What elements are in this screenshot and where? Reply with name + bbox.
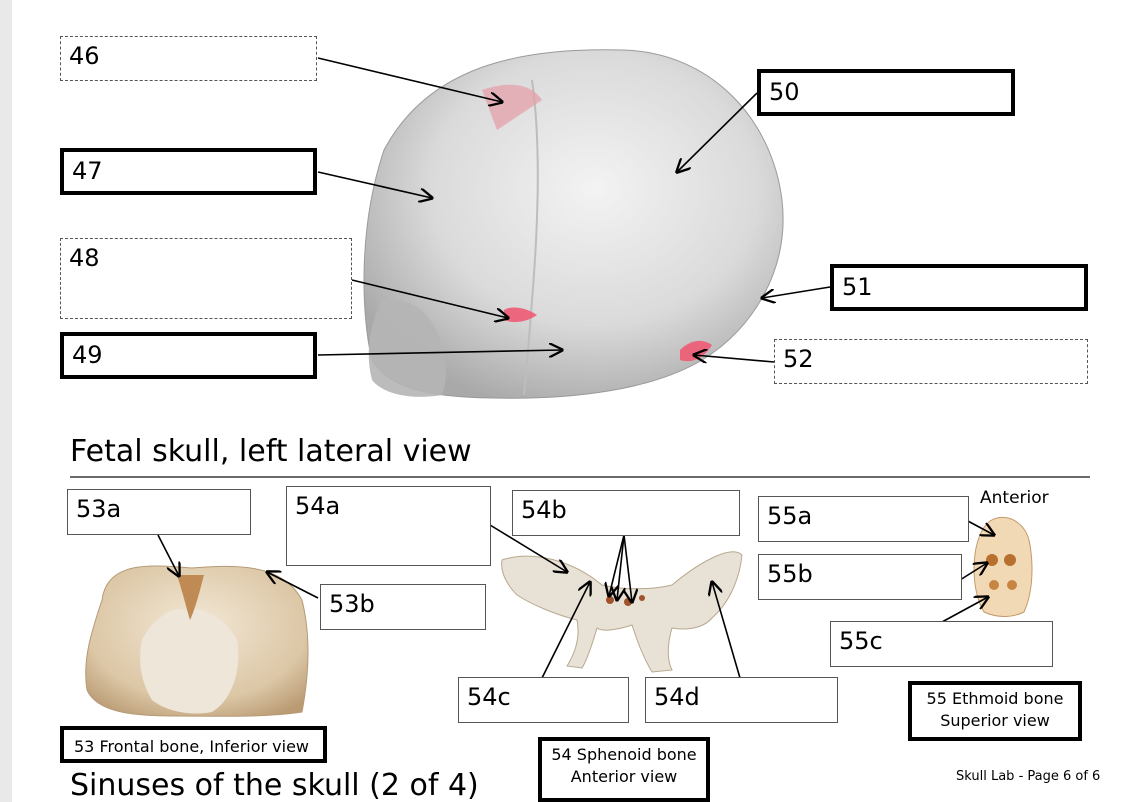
- document-page: 46 47 48 49 50 51 52 Fetal skull, left l…: [12, 0, 1126, 802]
- caption-sphenoid-line1: 54 Sphenoid bone: [551, 745, 697, 764]
- label-box-48[interactable]: 48: [60, 238, 352, 319]
- page-footer: Skull Lab - Page 6 of 6: [956, 769, 1101, 784]
- label-box-54d[interactable]: 54d: [645, 677, 838, 723]
- caption-ethmoid-bone: 55 Ethmoid bone Superior view: [908, 681, 1082, 741]
- frontal-bone-image: [85, 565, 309, 717]
- label-box-54b[interactable]: 54b: [512, 490, 740, 536]
- next-section-title: Sinuses of the skull (2 of 4): [70, 768, 479, 802]
- caption-ethmoid-line2: Superior view: [940, 710, 1050, 730]
- label-55b-text: 55b: [767, 560, 813, 588]
- section-divider: [70, 476, 1090, 478]
- caption-sphenoid-bone: 54 Sphenoid bone Anterior view: [538, 737, 710, 802]
- caption-frontal-text: 53 Frontal bone, Inferior view: [74, 737, 310, 756]
- label-48-text: 48: [69, 244, 100, 272]
- ethmoid-bone-image: [973, 516, 1033, 617]
- label-box-47[interactable]: 47: [60, 148, 317, 195]
- label-box-46[interactable]: 46: [60, 36, 317, 81]
- label-55c-text: 55c: [839, 627, 883, 655]
- label-box-55c[interactable]: 55c: [830, 621, 1053, 667]
- label-box-52[interactable]: 52: [774, 339, 1088, 384]
- label-box-53b[interactable]: 53b: [320, 584, 486, 630]
- label-46-text: 46: [69, 42, 100, 70]
- illustrations-layer: [85, 49, 1033, 717]
- label-box-54a[interactable]: 54a: [286, 486, 491, 566]
- label-54c-text: 54c: [467, 683, 511, 711]
- caption-ethmoid-line1: 55 Ethmoid bone: [926, 689, 1064, 708]
- label-54a-text: 54a: [295, 492, 341, 520]
- caption-frontal-bone: 53 Frontal bone, Inferior view: [60, 726, 327, 763]
- label-box-55b[interactable]: 55b: [758, 554, 962, 600]
- label-box-50[interactable]: 50: [757, 69, 1015, 116]
- label-50-text: 50: [769, 78, 800, 106]
- label-53a-text: 53a: [76, 495, 122, 523]
- leader-arrows: [157, 57, 994, 679]
- sphenoid-bone-image: [501, 551, 743, 673]
- label-51-text: 51: [842, 273, 873, 301]
- label-box-54c[interactable]: 54c: [458, 677, 629, 723]
- anterior-label: Anterior: [980, 488, 1049, 508]
- caption-sphenoid-line2: Anterior view: [570, 766, 678, 786]
- label-54b-text: 54b: [521, 496, 567, 524]
- label-54d-text: 54d: [654, 683, 700, 711]
- label-55a-text: 55a: [767, 502, 813, 530]
- label-53b-text: 53b: [329, 590, 375, 618]
- fetal-skull-image: [363, 49, 784, 399]
- section-title: Fetal skull, left lateral view: [70, 434, 472, 469]
- label-box-51[interactable]: 51: [830, 264, 1088, 311]
- label-52-text: 52: [783, 345, 814, 373]
- label-49-text: 49: [72, 341, 103, 369]
- label-box-53a[interactable]: 53a: [67, 489, 251, 535]
- label-box-49[interactable]: 49: [60, 332, 317, 379]
- label-47-text: 47: [72, 157, 103, 185]
- label-box-55a[interactable]: 55a: [758, 496, 969, 542]
